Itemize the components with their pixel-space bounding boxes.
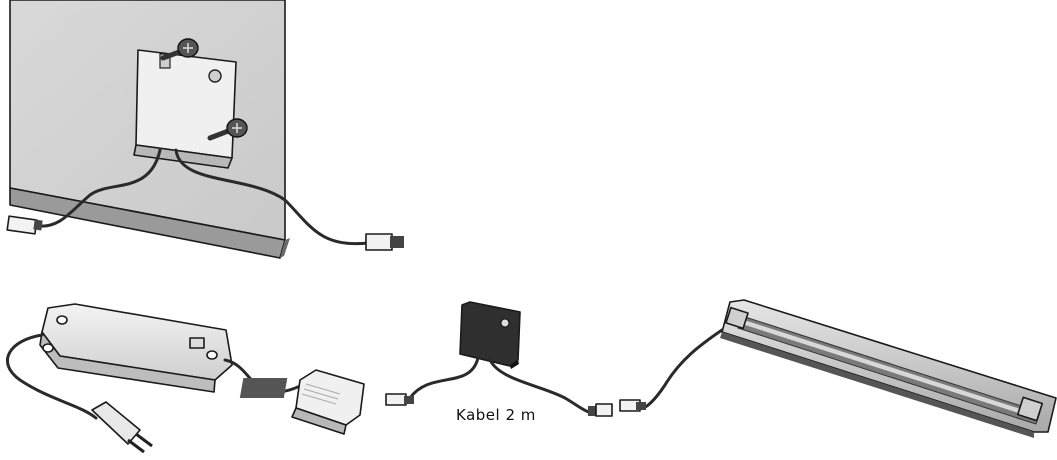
cable (6, 333, 98, 420)
cable (638, 328, 724, 410)
connector-icon (6, 215, 43, 235)
connector-icon (588, 403, 613, 417)
cable (408, 356, 480, 400)
distributor-block (239, 369, 365, 435)
connector-icon (619, 399, 646, 412)
power-supply (39, 303, 233, 393)
plug-icon (91, 401, 153, 454)
led-light-bar (720, 299, 1057, 438)
connector-icon (385, 393, 414, 406)
cable (174, 148, 370, 246)
screw-icon (207, 118, 248, 141)
screw-icon (160, 38, 199, 61)
mounting-box (133, 49, 237, 169)
cable (488, 358, 602, 415)
cable-length-label: Kabel 2 m (456, 406, 536, 424)
cable (36, 148, 162, 228)
connector-icon (365, 233, 404, 251)
sensor-box (459, 301, 521, 369)
